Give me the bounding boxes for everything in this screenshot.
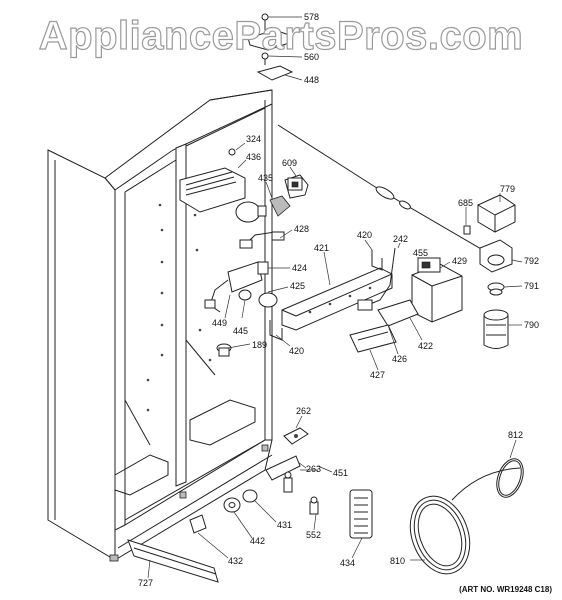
callout-812: 812: [508, 430, 524, 440]
callout-578: 578: [304, 12, 320, 22]
callout-727: 727: [138, 578, 154, 588]
callout-324: 324: [246, 134, 262, 144]
part-189: [216, 343, 232, 357]
callout-451: 451: [333, 468, 349, 478]
callout-455: 455: [413, 248, 429, 258]
lower-hinge-parts: [265, 427, 309, 493]
callout-428: 428: [294, 224, 310, 234]
bottom-parts: [127, 489, 319, 583]
callout-431: 431: [277, 520, 293, 530]
grille-434: [349, 489, 373, 539]
callout-420-top: 420: [357, 230, 373, 240]
callout-560: 560: [304, 52, 320, 62]
callout-552: 552: [306, 530, 322, 540]
dispenser-control-parts: [349, 247, 463, 353]
callout-779: 779: [500, 184, 516, 194]
watermark-text: AppliancePartsPros.com: [38, 13, 524, 58]
callout-449: 449: [212, 318, 228, 328]
top-hinge-assembly: [247, 13, 303, 81]
callout-189: 189: [252, 340, 268, 350]
callout-242: 242: [393, 234, 409, 244]
water-filter-parts: [463, 194, 516, 349]
callout-442: 442: [250, 536, 266, 546]
callout-810: 810: [390, 556, 406, 566]
callout-685: 685: [458, 198, 474, 208]
callout-790: 790: [524, 320, 540, 330]
callout-422: 422: [418, 341, 434, 351]
callout-263: 263: [306, 464, 322, 474]
callout-436: 436: [246, 152, 262, 162]
callout-420-bottom: 420: [289, 346, 305, 356]
callout-432: 432: [228, 556, 244, 566]
callout-435: 435: [258, 173, 274, 183]
bracket-421: [269, 250, 393, 341]
callout-792: 792: [524, 256, 540, 266]
callout-421: 421: [314, 243, 330, 253]
callout-262: 262: [296, 406, 312, 416]
wire-harness-parts: [204, 231, 285, 313]
callout-427: 427: [370, 370, 386, 380]
callout-434: 434: [340, 558, 356, 568]
callout-429: 429: [452, 256, 468, 266]
part-609: [287, 177, 303, 191]
callout-426: 426: [392, 354, 408, 364]
art-number: (ART NO. WR19248 C18): [459, 585, 552, 594]
callout-424: 424: [292, 263, 308, 273]
water-line-coil: [409, 458, 524, 575]
callout-448: 448: [304, 75, 320, 85]
leader-lines: [147, 142, 523, 579]
control-rod: [277, 124, 501, 261]
callout-609: 609: [282, 158, 298, 168]
callout-425: 425: [290, 281, 306, 291]
callout-791: 791: [524, 281, 540, 291]
callout-445: 445: [233, 326, 249, 336]
